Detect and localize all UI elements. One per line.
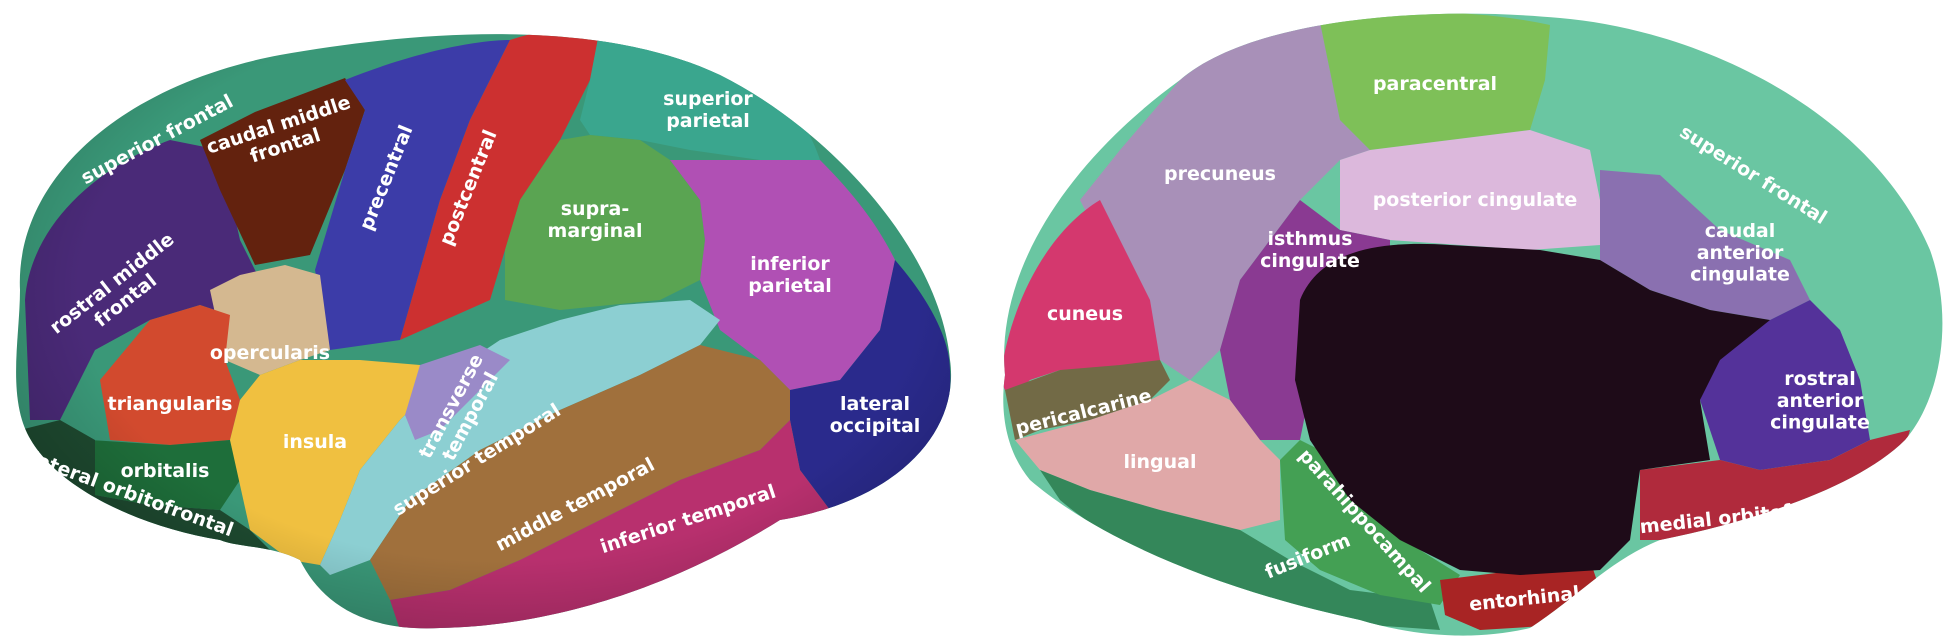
label-line: opercularis [210,342,330,364]
label-line: inferior [750,253,830,275]
region-posterior-cingulate [1340,130,1600,250]
label-line: lingual [1123,451,1196,473]
label-opercularis: opercularis [210,342,330,364]
label-line: anterior [1697,242,1784,264]
region-parahippocampal [1280,440,1460,605]
label-line: rostral [1784,368,1856,390]
label-orbitalis: orbitalis [121,460,210,482]
region-lingual [1015,380,1280,530]
region-caudal-anterior-cingulate [1600,170,1810,320]
label-line: cingulate [1690,264,1790,286]
label-line: precuneus [1164,163,1276,185]
label-line: isthmus [1267,228,1352,250]
region-cuneus [1003,200,1160,400]
label-line: orbitalis [121,460,210,482]
label-line: anterior [1777,390,1864,412]
label-paracentral: paracentral [1373,73,1497,95]
label-line: parietal [666,110,750,132]
region-medial-orbitofrontal [1640,430,1910,540]
label-line: paracentral [1373,73,1497,95]
lateral-view [16,34,952,629]
region-paracentral [1320,13,1550,150]
region-precuneus [1080,22,1370,380]
label-line: cingulate [1260,250,1360,272]
label-line: caudal [1705,220,1776,242]
label-line: triangularis [108,393,233,415]
label-line: cingulate [1770,412,1870,434]
label-line: supra- [561,198,630,220]
region-pericalcarine [1005,360,1170,440]
label-line: insula [283,431,347,453]
medial-view [1003,13,1943,636]
region-rostral-anterior-cingulate [1700,300,1870,470]
region-fusiform [1040,470,1440,630]
label-line: occipital [830,415,921,437]
label-precuneus: precuneus [1164,163,1276,185]
label-insula: insula [283,431,347,453]
label-line: cuneus [1047,303,1123,325]
label-posterior-cingulate: posterior cingulate [1373,189,1578,211]
label-line: lateral [840,393,910,415]
label-supramarginal: supra-marginal [548,198,643,242]
label-cuneus: cuneus [1047,303,1123,325]
label-line: marginal [548,220,643,242]
label-lingual: lingual [1123,451,1196,473]
label-line: superior [663,88,753,110]
region-medial-wall [1295,243,1770,575]
label-triangularis: triangularis [108,393,233,415]
label-line: posterior cingulate [1373,189,1578,211]
label-line: parietal [748,275,832,297]
